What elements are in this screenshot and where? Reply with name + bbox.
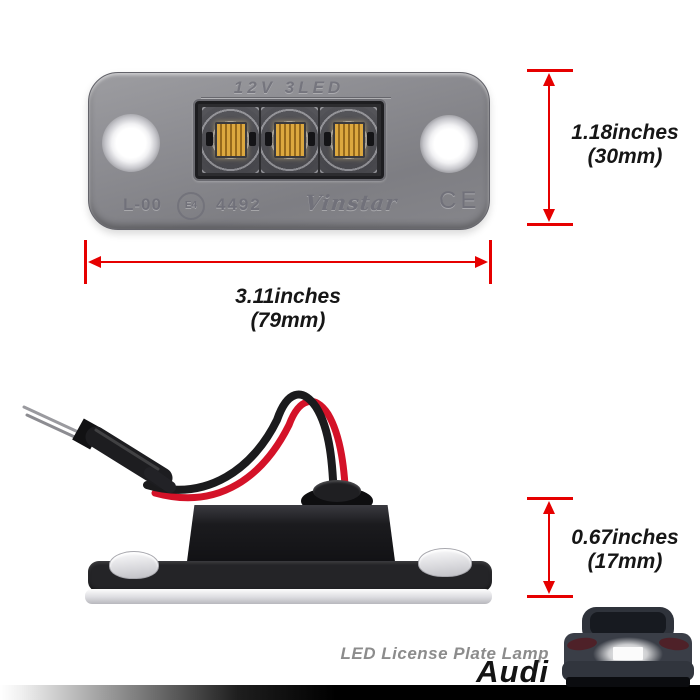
car-bumper: [562, 661, 694, 681]
license-plate: [613, 647, 643, 660]
dimension-arrow-line: [91, 261, 485, 263]
connector-highlight: [94, 428, 160, 471]
connector-pin: [22, 405, 78, 433]
fresnel-cell: [261, 107, 318, 173]
car-taillight-right: [659, 637, 689, 651]
fresnel-cell: [320, 107, 377, 173]
car-taillight-left: [567, 637, 597, 651]
lens-cap-left: [109, 551, 159, 579]
engraved-line: [201, 97, 391, 99]
arrowhead-up-icon: [543, 501, 555, 514]
car-underbody-shadow: [566, 677, 690, 687]
lamp-front-view: 12V 3LED L-00 E4 4492 Vinstar CE: [88, 72, 490, 230]
engraved-voltage-text: 12V 3LED: [233, 78, 345, 97]
dimension-arrow-line: [548, 504, 550, 592]
caption-vehicle-make: Audi: [476, 654, 549, 689]
lens-strip: [85, 589, 492, 604]
lens-assembly: [193, 99, 386, 181]
dimension-arrow-line: [548, 76, 550, 219]
screw-hole-left: [102, 114, 160, 172]
dimension-cap: [527, 223, 573, 226]
bottom-gradient-bar: [0, 685, 700, 700]
dimension-cap: [527, 69, 573, 72]
engraved-model-text: L-00: [123, 195, 162, 214]
wire-red: [151, 397, 350, 510]
e-mark-icon: E4: [177, 192, 205, 220]
led-chip: [264, 122, 315, 158]
car-rear-window: [590, 612, 666, 635]
dimension-cap: [527, 595, 573, 598]
arrowhead-up-icon: [543, 73, 555, 86]
wire-black: [143, 390, 338, 508]
ce-mark-icon: CE: [439, 187, 481, 214]
dimension-width-label: 3.11inches (79mm): [235, 285, 341, 332]
wiring-harness: [22, 390, 350, 510]
led-chip: [323, 122, 374, 158]
car-rear-image: [562, 607, 694, 687]
brand-logo-text: Vinstar: [303, 190, 399, 215]
engraved-marking-row: L-00 E4 4492 Vinstar CE: [89, 187, 489, 225]
arrowhead-down-icon: [543, 581, 555, 594]
led-chip: [205, 122, 256, 158]
dimension-height-label: 1.18inches (30mm): [571, 121, 679, 168]
engraved-approval-number: 4492: [216, 195, 262, 214]
wire-grommet-collar: [313, 480, 361, 502]
arrowhead-down-icon: [543, 209, 555, 222]
caption-product-name: LED License Plate Lamp: [340, 644, 549, 663]
dimension-cap: [489, 240, 492, 284]
connector-tail: [144, 467, 176, 493]
dimension-depth-label: 0.67inches (17mm): [571, 526, 679, 573]
dimension-cap: [527, 497, 573, 500]
arrowhead-left-icon: [88, 256, 101, 268]
screw-hole-right: [420, 115, 478, 173]
lamp-side-housing: [186, 505, 396, 569]
connector-pin: [25, 413, 81, 441]
fresnel-cell: [202, 107, 259, 173]
lens-cap-right: [418, 548, 472, 577]
arrowhead-right-icon: [475, 256, 488, 268]
dimension-cap: [84, 240, 87, 284]
